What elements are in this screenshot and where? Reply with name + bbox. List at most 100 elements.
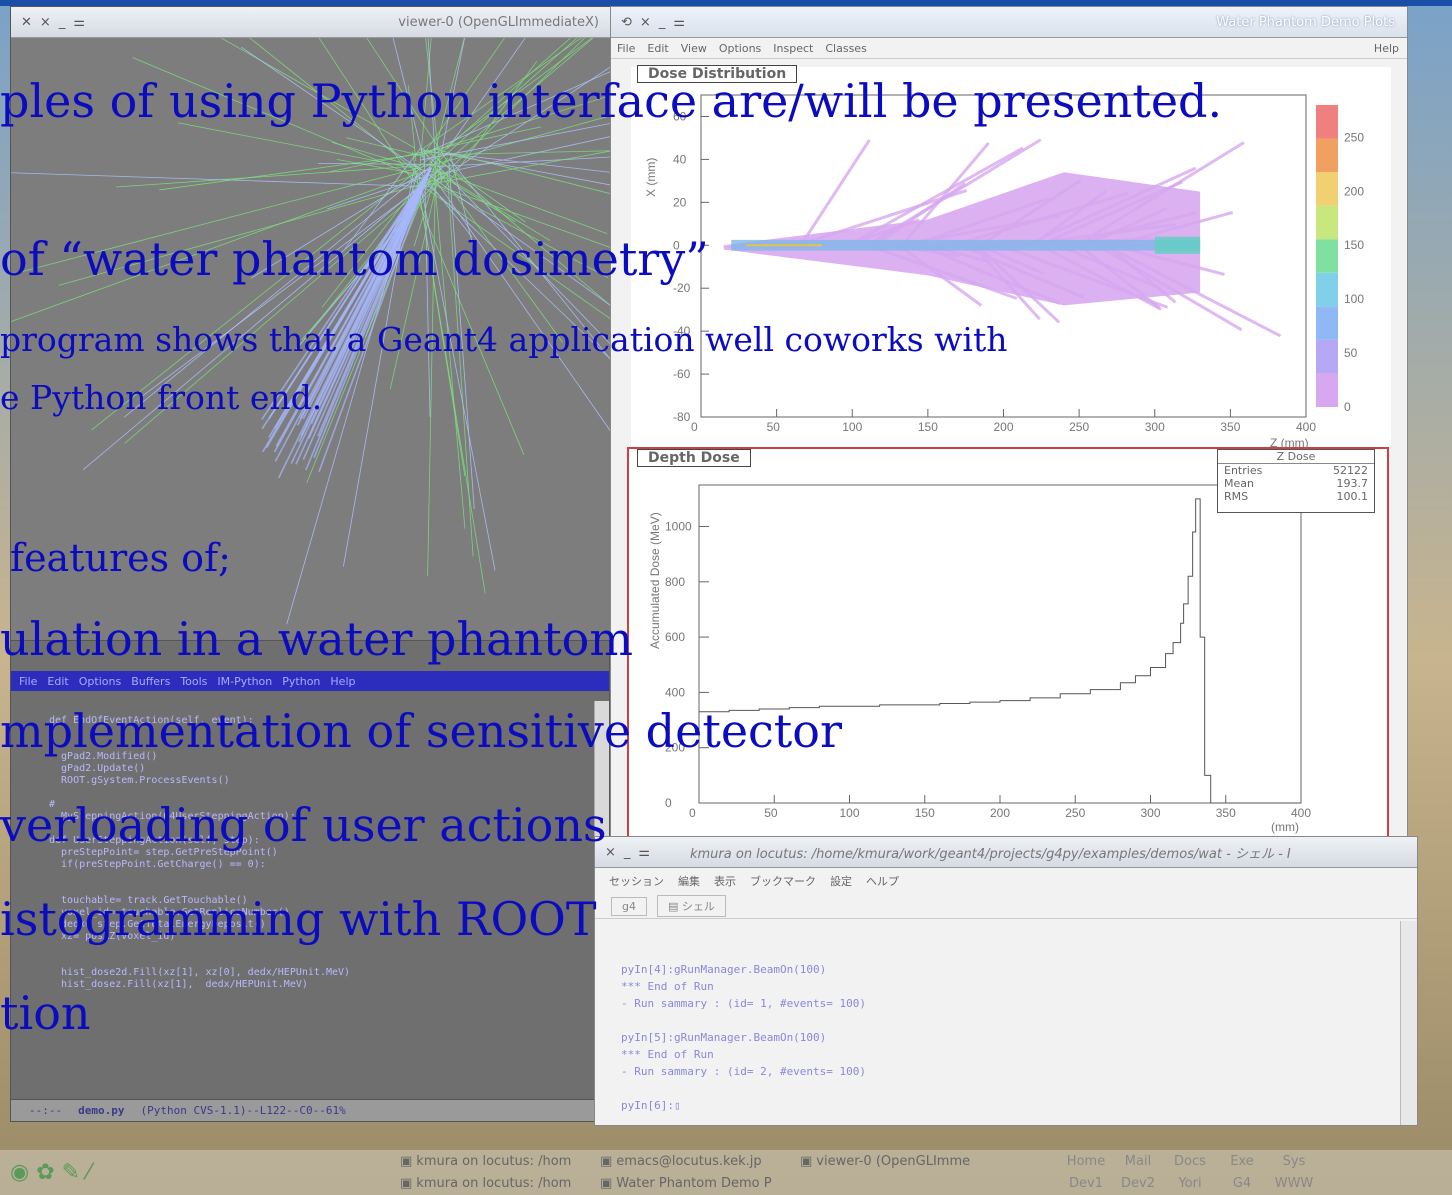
pager-desktop[interactable]: WWW: [1274, 1176, 1314, 1191]
plots-menu-item-3[interactable]: Options: [718, 41, 762, 55]
colorbar-segment: [1316, 339, 1338, 374]
dose-spray: [975, 244, 1061, 324]
dose-spray: [1057, 243, 1162, 290]
close-icon[interactable]: ×: [605, 844, 616, 860]
pager-desktop[interactable]: Sys: [1282, 1154, 1306, 1169]
pager-bottom: Dev1 Dev2 Yori G4 WWW: [1060, 1176, 1320, 1191]
close-icon[interactable]: ×: [639, 14, 651, 30]
minimize-icon[interactable]: _: [58, 14, 66, 30]
emacs-menu-item-2[interactable]: Options: [78, 674, 122, 688]
x-icon[interactable]: ✕: [21, 14, 32, 30]
plots-menu-item-0[interactable]: File: [617, 41, 636, 55]
y-axis-label: Accumulated Dose (MeV): [648, 512, 662, 649]
emacs-menu-item-3[interactable]: Buffers: [131, 674, 171, 688]
terminal-window[interactable]: × _ ⚌ kmura on locutus: /home/kmura/work…: [594, 836, 1418, 1126]
viewer-title: viewer-0 (OpenGLImmediateX): [398, 14, 599, 30]
launcher-icons[interactable]: ◉ ✿ ✎ ⁄: [10, 1160, 91, 1185]
particle-track: [124, 170, 444, 444]
maximize-icon[interactable]: ⚌: [73, 14, 85, 30]
dose-spray: [1106, 244, 1177, 304]
close-icon[interactable]: ×: [39, 14, 51, 30]
terminal-menu-item-2[interactable]: 表示: [714, 875, 736, 888]
code-line: voxel_id= touchable.GetReplicaNumber(): [49, 907, 290, 918]
minimize-icon[interactable]: _: [658, 14, 666, 30]
code-line: def EndOfEventAction(self, event):: [49, 715, 254, 726]
emacs-menu-item-5[interactable]: IM-Python: [217, 674, 273, 688]
plots-menu-item-5[interactable]: Classes: [825, 41, 867, 55]
maximize-icon[interactable]: ⚌: [673, 14, 685, 30]
modeline-info: (Python CVS-1.1)--L122--C0--61%: [140, 1104, 346, 1117]
dose-spray: [1075, 141, 1245, 247]
colorbar-segment: [1316, 272, 1338, 307]
pager-desktop[interactable]: Dev1: [1069, 1176, 1103, 1191]
maximize-icon[interactable]: ⚌: [638, 844, 650, 860]
pager-desktop[interactable]: Dev2: [1121, 1176, 1155, 1191]
viewer-window[interactable]: ✕ × _ ⚌ viewer-0 (OpenGLImmediateX): [10, 6, 612, 648]
emacs-menu-item-4[interactable]: Tools: [180, 674, 208, 688]
taskbar: ◉ ✿ ✎ ⁄ ▣kmura on locutus: /hom ▣emacs@lo…: [0, 1150, 1452, 1195]
taskbar-task[interactable]: ▣kmura on locutus: /hom: [400, 1154, 571, 1169]
emacs-menu-item-7[interactable]: Help: [330, 674, 356, 688]
window-icon: ▣: [600, 1154, 613, 1169]
terminal-titlebar[interactable]: × _ ⚌ kmura on locutus: /home/kmura/work…: [595, 837, 1417, 868]
taskbar-task[interactable]: ▣viewer-0 (OpenGLImme: [800, 1154, 970, 1169]
y-tick-label: 800: [665, 575, 685, 589]
colorbar-segment: [1316, 205, 1338, 240]
viewer-titlebar[interactable]: ✕ × _ ⚌ viewer-0 (OpenGLImmediateX): [11, 7, 611, 38]
minimize-icon[interactable]: _: [623, 844, 631, 860]
particle-track: [417, 38, 593, 168]
slide-line-7: mplementation of sensitive detector: [0, 704, 842, 758]
pager-desktop[interactable]: Home: [1066, 1154, 1106, 1169]
taskbar-task[interactable]: ▣Water Phantom Demo P: [600, 1176, 772, 1191]
terminal-menu-item-5[interactable]: ヘルプ: [866, 875, 899, 888]
pager-desktop[interactable]: Docs: [1174, 1154, 1206, 1169]
colorbar-segment: [1316, 239, 1338, 273]
event-display[interactable]: [11, 38, 611, 647]
taskbar-task[interactable]: ▣kmura on locutus: /hom: [400, 1176, 571, 1191]
colorbar-tick-label: 50: [1344, 346, 1358, 360]
terminal-scrollbar[interactable]: [1400, 921, 1417, 1125]
code-line: preStepPoint= step.GetPreStepPoint(): [49, 847, 278, 858]
dose-spray: [848, 146, 1024, 247]
x-tick-label: 400: [1296, 420, 1316, 434]
bragg-region: [1154, 236, 1201, 254]
emacs-menu-item-1[interactable]: Edit: [47, 674, 69, 688]
particle-track: [116, 165, 421, 188]
plots-window[interactable]: ⟲ × _ ⚌ Water Phantom Demo Plots File Edi…: [610, 6, 1408, 858]
emacs-menu-item-0[interactable]: File: [19, 674, 38, 688]
pager-desktop[interactable]: Mail: [1124, 1154, 1152, 1169]
x-tick-label: 150: [918, 420, 938, 434]
particle-track: [432, 148, 611, 195]
app-icon[interactable]: ⟲: [621, 14, 632, 30]
x-tick-label: 300: [1145, 420, 1165, 434]
terminal-menu-item-1[interactable]: 編集: [678, 875, 700, 888]
plots-menu-item-4[interactable]: Inspect: [773, 41, 814, 55]
tab-shell[interactable]: ▤ シェル: [656, 895, 726, 917]
particle-track: [427, 165, 437, 577]
plots-menu-item-2[interactable]: View: [680, 41, 707, 55]
code-buffer[interactable]: def EndOfEventAction(self, event): gPad2…: [11, 701, 593, 1087]
terminal-menu-item-3[interactable]: ブックマーク: [750, 875, 816, 888]
particle-track: [318, 163, 435, 165]
pager-desktop[interactable]: Yori: [1178, 1176, 1202, 1191]
terminal-output[interactable]: pyIn[4]:gRunManager.BeamOn(100)*** End o…: [621, 961, 866, 1114]
emacs-menu-item-6[interactable]: Python: [282, 674, 321, 688]
taskbar-task[interactable]: ▣emacs@locutus.kek.jp: [600, 1154, 762, 1169]
y-tick-label: 0: [673, 238, 680, 252]
window-icon: ▣: [400, 1154, 413, 1169]
pager-desktop[interactable]: G4: [1232, 1176, 1252, 1191]
particle-track: [436, 66, 611, 182]
tab-python[interactable]: g4: [611, 896, 647, 916]
menu-help[interactable]: Help: [1373, 41, 1399, 55]
particle-track: [423, 151, 563, 343]
plots-titlebar[interactable]: ⟲ × _ ⚌ Water Phantom Demo Plots: [611, 7, 1407, 38]
pager-desktop[interactable]: Exe: [1230, 1154, 1254, 1169]
plots-menu-item-1[interactable]: Edit: [647, 41, 669, 55]
particle-track: [423, 149, 431, 417]
terminal-menu-item-0[interactable]: セッション: [609, 875, 664, 888]
emacs-window[interactable]: File Edit Options Buffers Tools IM-Python Pyth…: [10, 640, 610, 1122]
terminal-menu-item-4[interactable]: 設定: [830, 875, 852, 888]
